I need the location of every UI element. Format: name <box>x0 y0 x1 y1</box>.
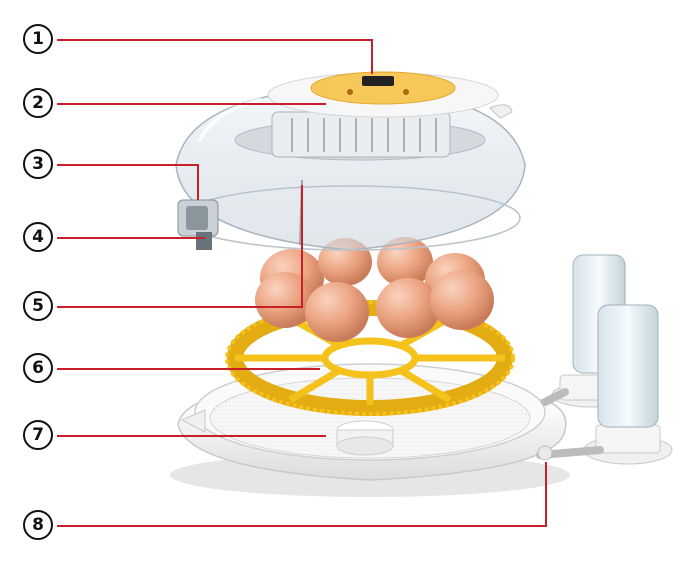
fan-heater-module <box>271 111 451 158</box>
heater-fins <box>291 118 437 152</box>
dome-lid <box>175 71 526 251</box>
eggs <box>255 237 494 342</box>
bottle-stand <box>595 424 661 454</box>
callout-5: 5 <box>23 291 53 321</box>
callout-2: 2 <box>23 88 53 118</box>
tray-spoke <box>288 366 342 404</box>
handle <box>489 104 513 119</box>
callout-number: 7 <box>32 424 44 445</box>
control-panel <box>310 71 456 105</box>
egg <box>430 270 494 330</box>
connector-joint <box>537 445 553 461</box>
egg <box>255 272 315 328</box>
leader-lines <box>57 39 547 527</box>
leader-line-8 <box>57 462 547 527</box>
float-cap-bottom <box>336 436 394 456</box>
dome-highlight <box>198 98 262 142</box>
callout-number: 1 <box>32 28 44 49</box>
callout-1: 1 <box>23 24 53 54</box>
tray-spoke <box>398 366 452 404</box>
callout-7: 7 <box>23 420 53 450</box>
leader-line-5 <box>57 185 303 308</box>
water-bottle <box>597 304 659 428</box>
callout-number: 2 <box>32 92 44 113</box>
callout-4: 4 <box>23 222 53 252</box>
callout-6: 6 <box>23 353 53 383</box>
egg <box>305 282 369 342</box>
water-bottles <box>536 254 673 465</box>
callout-3: 3 <box>23 149 53 179</box>
control-button <box>347 89 353 95</box>
egg <box>376 278 440 338</box>
leader-line-3 <box>57 164 199 200</box>
callout-number: 6 <box>32 357 44 378</box>
callout-number: 5 <box>32 295 44 316</box>
callout-8: 8 <box>23 510 53 540</box>
callout-number: 8 <box>32 514 44 535</box>
callout-number: 3 <box>32 153 44 174</box>
water-inlet-port <box>177 199 219 250</box>
leader-line-1 <box>57 39 373 74</box>
control-button <box>403 89 409 95</box>
base-spout <box>180 409 206 433</box>
tray-outer-teeth <box>225 300 515 416</box>
callout-number: 4 <box>32 226 44 247</box>
display-screen <box>362 76 394 86</box>
